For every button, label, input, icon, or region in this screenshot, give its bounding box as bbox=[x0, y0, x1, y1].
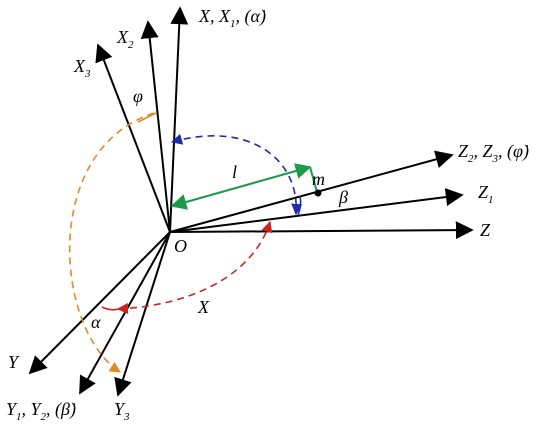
arc-blue bbox=[170, 133, 303, 216]
label-y3: Y3 bbox=[114, 399, 130, 423]
axis-x-vertical bbox=[169, 6, 189, 233]
axis-z23 bbox=[169, 150, 454, 233]
arc-orange bbox=[69, 112, 155, 373]
point-m bbox=[314, 189, 322, 197]
axis-x2 bbox=[140, 20, 171, 233]
labels-group: X, X1, (α̇) X2 X3 Z2, Z3, (φ̇) Z1 Z Y Y1… bbox=[6, 6, 529, 423]
rod-group bbox=[170, 163, 322, 210]
angle-arc-beta bbox=[297, 195, 302, 216]
angle-arc-phi bbox=[137, 112, 157, 123]
label-y: Y bbox=[8, 352, 20, 372]
label-phi: φ bbox=[133, 86, 143, 106]
label-x-vertical: X, X1, (α̇) bbox=[198, 6, 266, 30]
axes-group bbox=[28, 6, 474, 397]
label-arc-x: X bbox=[197, 297, 210, 317]
axis-z bbox=[169, 221, 474, 240]
label-point-m: m bbox=[312, 169, 325, 189]
axis-z1 bbox=[169, 188, 464, 233]
angle-arc-alpha bbox=[101, 306, 123, 311]
arc-red bbox=[116, 220, 273, 315]
label-z1: Z1 bbox=[478, 182, 494, 206]
rod-tick bbox=[309, 166, 318, 193]
label-x2: X2 bbox=[116, 27, 134, 51]
label-x3: X3 bbox=[73, 56, 91, 80]
label-z: Z bbox=[480, 220, 491, 240]
label-beta: β bbox=[338, 187, 348, 207]
axis-x3 bbox=[95, 43, 171, 233]
label-length-l: l bbox=[232, 162, 237, 182]
label-z23: Z2, Z3, (φ̇) bbox=[458, 141, 529, 165]
label-y12: Y1, Y2, (β̇) bbox=[6, 399, 76, 423]
label-alpha: α bbox=[91, 312, 101, 332]
axis-y3 bbox=[114, 231, 171, 397]
label-origin: O bbox=[174, 236, 187, 256]
